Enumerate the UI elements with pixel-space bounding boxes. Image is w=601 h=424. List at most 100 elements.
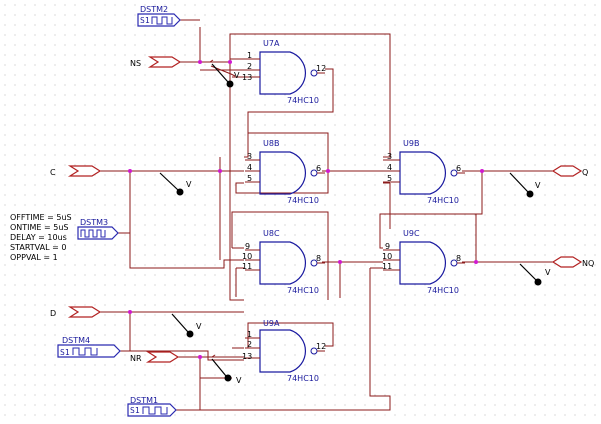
gate-u8c-pin-out: 8 bbox=[316, 254, 321, 263]
voltage-probe-nq[interactable]: V bbox=[519, 263, 551, 286]
gate-u9b-ref: U9B bbox=[403, 139, 419, 148]
gate-u8b-pin-b: 4 bbox=[247, 163, 252, 172]
gate-u8b-ref: U8B bbox=[263, 139, 279, 148]
junction-dot bbox=[128, 169, 132, 173]
stimulus-dstm4[interactable]: DSTM4 S1 bbox=[57, 336, 121, 358]
gate-u9c[interactable] bbox=[383, 241, 465, 285]
stimulus-dstm1[interactable]: DSTM1 S1 bbox=[127, 396, 177, 417]
gate-u8c-pin-c: 11 bbox=[242, 262, 252, 271]
gate-u9c-pin-out: 8 bbox=[456, 254, 461, 263]
stimulus-dstm2-name: DSTM2 bbox=[140, 5, 168, 14]
voltage-probe-label: V bbox=[545, 268, 551, 277]
port-nq-label: NQ bbox=[582, 259, 594, 268]
gate-u8b[interactable] bbox=[245, 151, 325, 195]
port-d[interactable]: D bbox=[50, 306, 102, 318]
stim-param-delay: DELAY = 10us bbox=[10, 233, 67, 242]
junctions bbox=[128, 60, 484, 359]
gate-u7a-pin-out: 12 bbox=[316, 64, 326, 73]
gate-u9b-part: 74HC10 bbox=[427, 196, 459, 205]
port-ns-label: NS bbox=[130, 59, 141, 68]
gate-u7a-pin-b: 2 bbox=[247, 62, 252, 71]
gate-u9a-part: 74HC10 bbox=[287, 374, 319, 383]
port-q[interactable]: Q bbox=[551, 165, 588, 177]
stimulus-dstm2-box: S1 bbox=[140, 16, 150, 25]
gate-u9c-pin-a: 9 bbox=[385, 242, 390, 251]
voltage-probe-label: V bbox=[196, 322, 202, 331]
gate-u7a-pin-a: 1 bbox=[247, 51, 252, 60]
voltage-probe-q[interactable]: V bbox=[509, 172, 541, 198]
stimulus-dstm2[interactable]: DSTM2 S1 bbox=[137, 5, 181, 27]
stim-param-ontime: ONTIME = 5uS bbox=[10, 223, 69, 232]
gate-u8c[interactable] bbox=[245, 241, 325, 285]
gate-u8b-pin-c: 5 bbox=[247, 174, 252, 183]
gate-u9b-pin-a: 3 bbox=[387, 152, 392, 161]
gate-u9a-pin-b: 2 bbox=[247, 340, 252, 349]
gate-u9b-pin-out: 6 bbox=[456, 164, 461, 173]
voltage-probe-label: V bbox=[186, 180, 192, 189]
gate-u9b[interactable] bbox=[383, 151, 465, 195]
gate-u8b-part: 74HC10 bbox=[287, 196, 319, 205]
stimulus-dstm1-name: DSTM1 bbox=[130, 396, 158, 405]
gate-u8c-pin-a: 9 bbox=[245, 242, 250, 251]
gate-u9b-pin-b: 4 bbox=[387, 163, 392, 172]
port-q-label: Q bbox=[582, 168, 588, 177]
port-ns[interactable]: NS bbox=[130, 56, 190, 68]
voltage-probe-c[interactable]: V bbox=[159, 172, 192, 196]
voltage-probe-d[interactable]: V bbox=[171, 313, 202, 338]
gate-u9c-pin-c: 11 bbox=[382, 262, 392, 271]
junction-dot bbox=[198, 355, 202, 359]
port-c-label: C bbox=[50, 168, 56, 177]
stimulus-dstm4-box: S1 bbox=[60, 348, 70, 357]
gate-u8b-pin-a: 3 bbox=[247, 152, 252, 161]
voltage-probes: V V V V V V bbox=[159, 63, 551, 385]
gate-u9c-pin-b: 10 bbox=[382, 252, 392, 261]
stimulus-dstm3[interactable]: DSTM3 bbox=[77, 218, 119, 240]
port-nr-label: NR bbox=[130, 354, 142, 363]
gate-u9a-pin-a: 1 bbox=[247, 330, 252, 339]
ports: NS C D NR Q NQ bbox=[50, 56, 594, 363]
junction-dot bbox=[326, 169, 330, 173]
gate-u8c-pin-b: 10 bbox=[242, 252, 252, 261]
gate-u9c-ref: U9C bbox=[403, 229, 420, 238]
stimuli: DSTM2 S1 DSTM3 DSTM4 S1 DSTM1 S1 bbox=[57, 5, 181, 417]
voltage-probe-label: V bbox=[535, 181, 541, 190]
junction-dot bbox=[198, 60, 202, 64]
voltage-probe-label: V bbox=[236, 376, 242, 385]
stimulus-dstm1-box: S1 bbox=[130, 406, 140, 415]
port-c[interactable]: C bbox=[50, 165, 102, 177]
gate-u8c-ref: U8C bbox=[263, 229, 280, 238]
port-d-label: D bbox=[50, 309, 56, 318]
gate-u7a[interactable] bbox=[245, 51, 325, 95]
gates bbox=[245, 51, 465, 373]
stim-params: OFFTIME = 5uS ONTIME = 5uS DELAY = 10us … bbox=[10, 213, 72, 262]
junction-dot bbox=[228, 60, 232, 64]
port-nr[interactable]: NR bbox=[130, 351, 180, 363]
gate-u7a-ref: U7A bbox=[263, 39, 280, 48]
gate-u9c-part: 74HC10 bbox=[427, 286, 459, 295]
junction-dot bbox=[474, 260, 478, 264]
gate-u9a-pin-out: 12 bbox=[316, 342, 326, 351]
junction-dot bbox=[338, 260, 342, 264]
gate-u8b-pin-out: 6 bbox=[316, 164, 321, 173]
gate-u9b-pin-c: 5 bbox=[387, 174, 392, 183]
junction-dot bbox=[480, 169, 484, 173]
stimulus-dstm4-name: DSTM4 bbox=[62, 336, 90, 345]
voltage-probe-nr[interactable]: V bbox=[211, 358, 242, 385]
gate-u9a-pin-c: 13 bbox=[242, 352, 252, 361]
voltage-probe-label: V bbox=[234, 71, 240, 80]
gate-u7a-part: 74HC10 bbox=[287, 96, 319, 105]
stim-param-oppval: OPPVAL = 1 bbox=[10, 253, 58, 262]
stim-param-offtime: OFFTIME = 5uS bbox=[10, 213, 72, 222]
voltage-probe-ns[interactable]: V bbox=[211, 63, 240, 88]
stim-param-startval: STARTVAL = 0 bbox=[10, 243, 66, 252]
junction-dot bbox=[128, 310, 132, 314]
gate-u7a-pin-c: 13 bbox=[242, 73, 252, 82]
gate-u9a[interactable] bbox=[245, 329, 325, 373]
port-nq[interactable]: NQ bbox=[551, 256, 594, 268]
stimulus-dstm3-name: DSTM3 bbox=[80, 218, 108, 227]
gate-labels: U7A 74HC10 1 2 13 12 U8B 74HC10 3 4 5 6 … bbox=[242, 39, 461, 383]
gate-u9a-ref: U9A bbox=[263, 319, 280, 328]
junction-dot bbox=[218, 169, 222, 173]
